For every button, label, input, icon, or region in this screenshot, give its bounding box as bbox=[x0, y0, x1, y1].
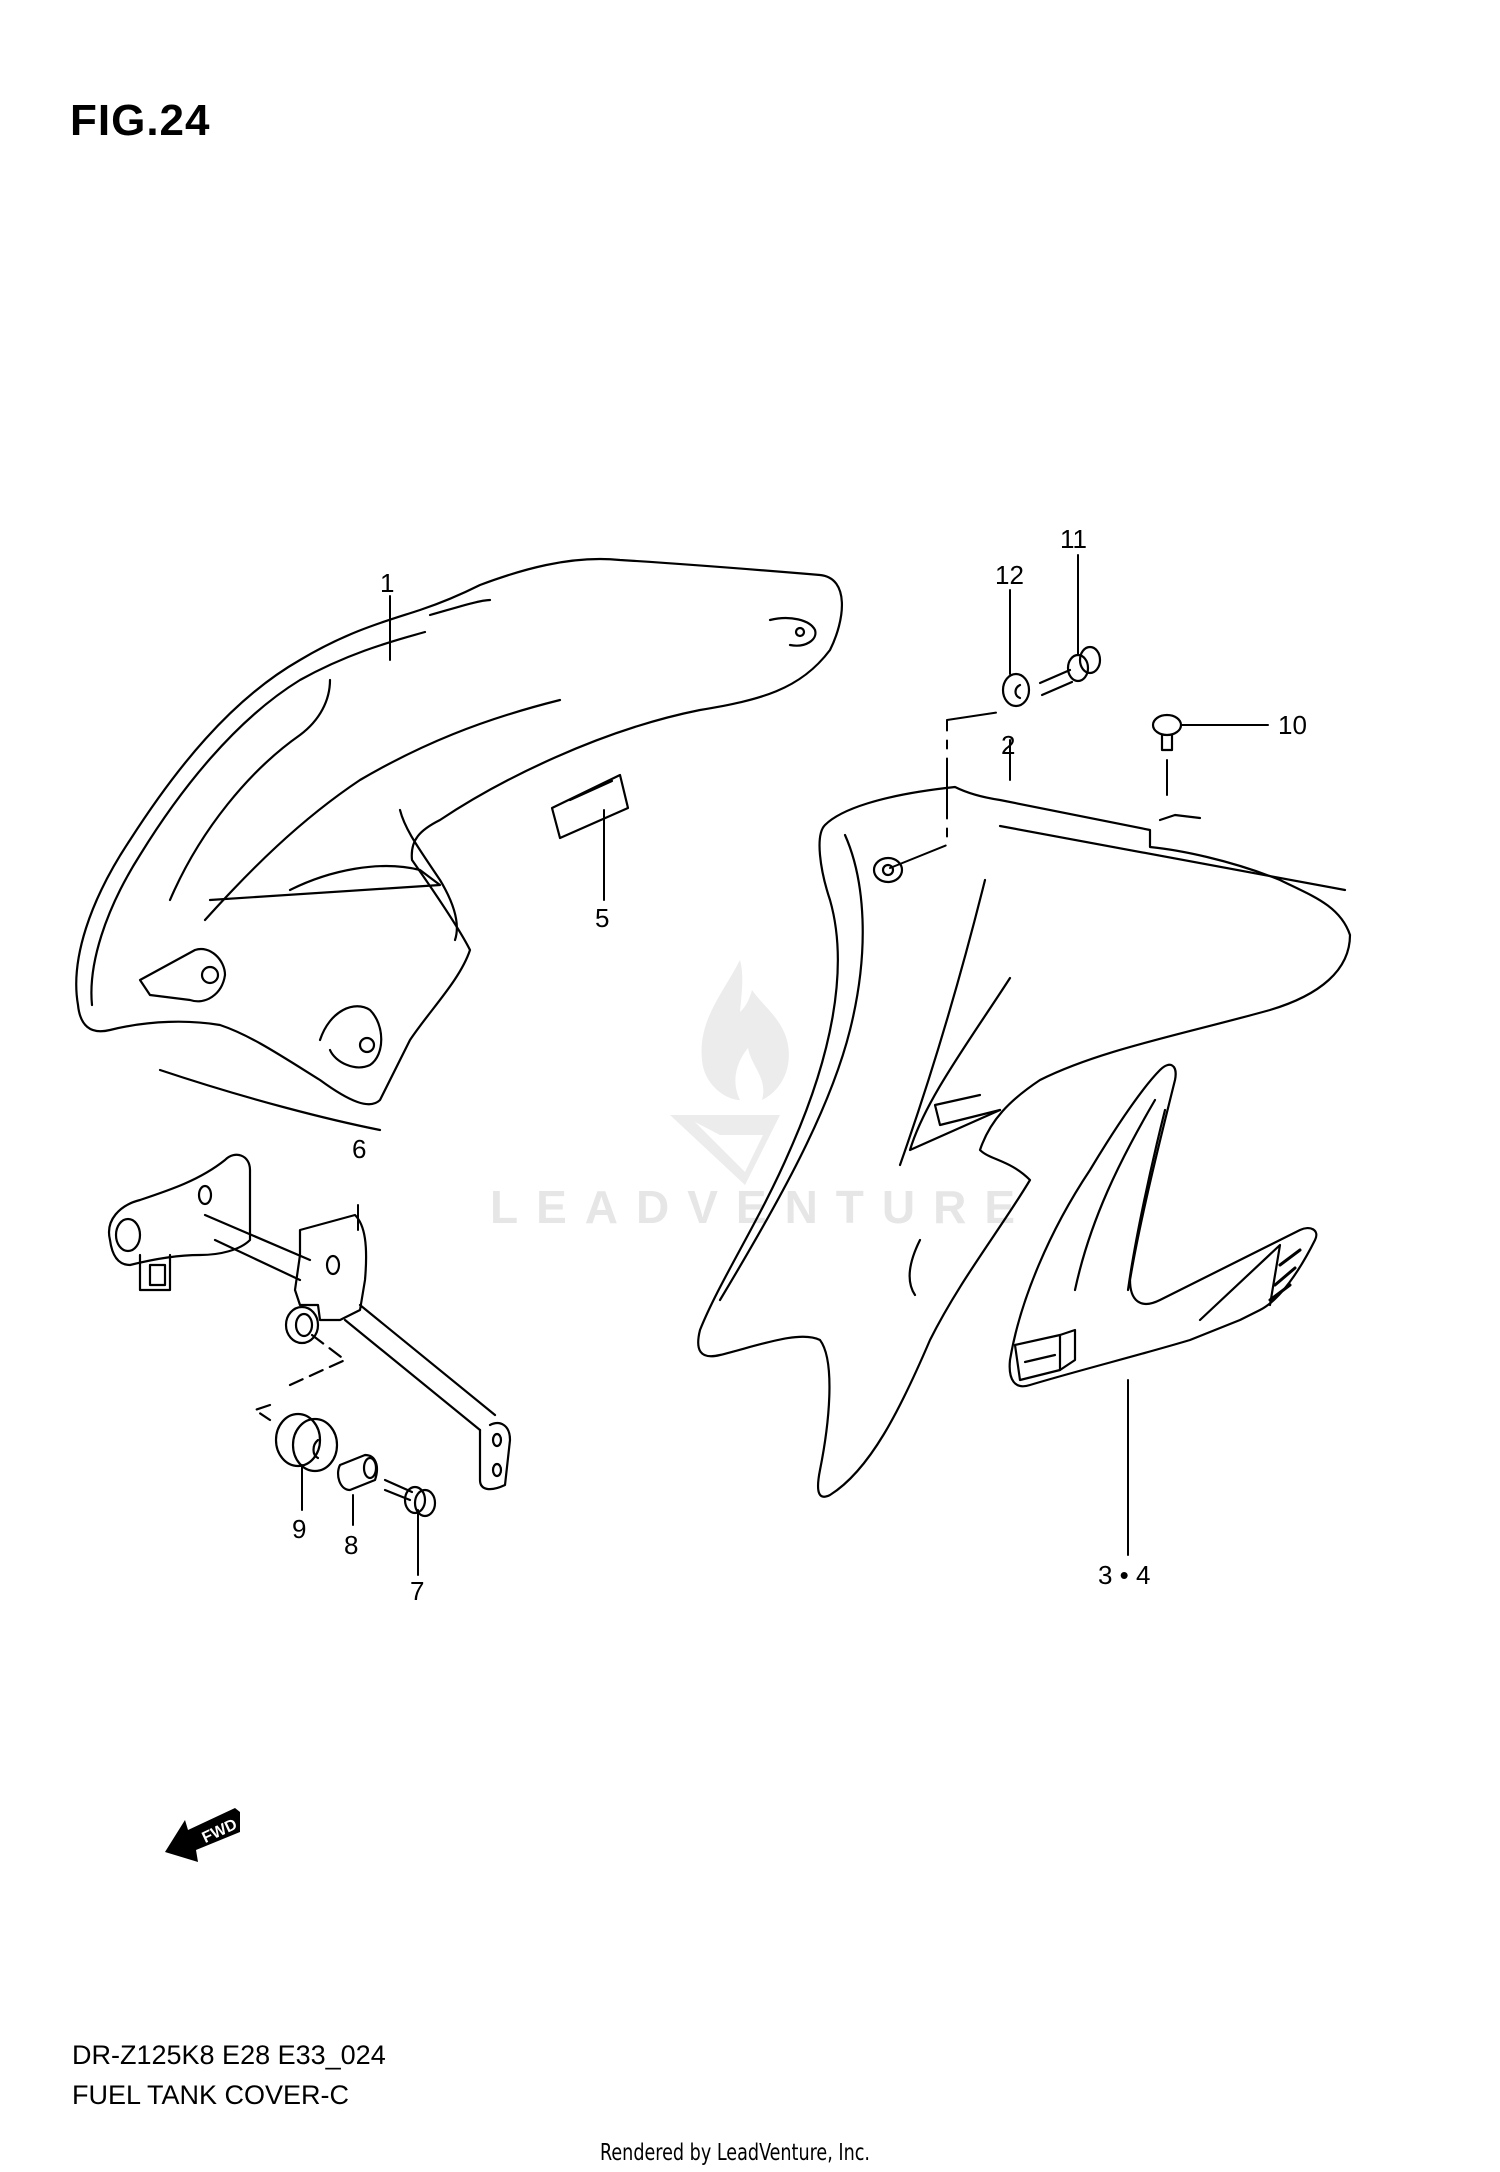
callout-12[interactable]: 12 bbox=[995, 560, 1024, 590]
section-name: FUEL TANK COVER-C bbox=[72, 2080, 350, 2110]
part-2-side-shroud[interactable] bbox=[697, 785, 1352, 1498]
part-12-washer[interactable] bbox=[1001, 672, 1031, 708]
callout-1[interactable]: 1 bbox=[380, 568, 395, 598]
part-8-spacer[interactable] bbox=[336, 1453, 379, 1492]
part-10-clip[interactable] bbox=[1151, 713, 1183, 752]
part-3-4-emblem[interactable] bbox=[1008, 1063, 1318, 1388]
callout-3-4[interactable]: 3 • 4 bbox=[1098, 1560, 1151, 1590]
fwd-arrow-icon: FWD bbox=[160, 1790, 250, 1870]
part-11-bolt[interactable] bbox=[1038, 645, 1102, 697]
figure-title: FIG.24 bbox=[70, 96, 211, 145]
callout-8[interactable]: 8 bbox=[344, 1530, 359, 1560]
part-5-pad[interactable] bbox=[550, 773, 630, 840]
callout-2[interactable]: 2 bbox=[1001, 730, 1016, 760]
callout-10[interactable]: 10 bbox=[1278, 710, 1307, 740]
model-code: DR-Z125K8 E28 E33_024 bbox=[72, 2040, 386, 2070]
leader-lines bbox=[301, 554, 1269, 1576]
part-7-bolt[interactable] bbox=[383, 1478, 437, 1518]
part-6-bracket[interactable] bbox=[107, 1153, 512, 1491]
part-1-upper-cover[interactable] bbox=[75, 557, 844, 1132]
callout-9[interactable]: 9 bbox=[292, 1514, 307, 1544]
render-credit: Rendered by LeadVenture, Inc. bbox=[600, 2140, 870, 2166]
callout-11[interactable]: 11 bbox=[1060, 524, 1087, 554]
callout-7[interactable]: 7 bbox=[410, 1576, 425, 1606]
callout-6[interactable]: 6 bbox=[352, 1134, 367, 1164]
callout-5[interactable]: 5 bbox=[595, 903, 610, 933]
part-9-grommet[interactable] bbox=[274, 1412, 339, 1473]
